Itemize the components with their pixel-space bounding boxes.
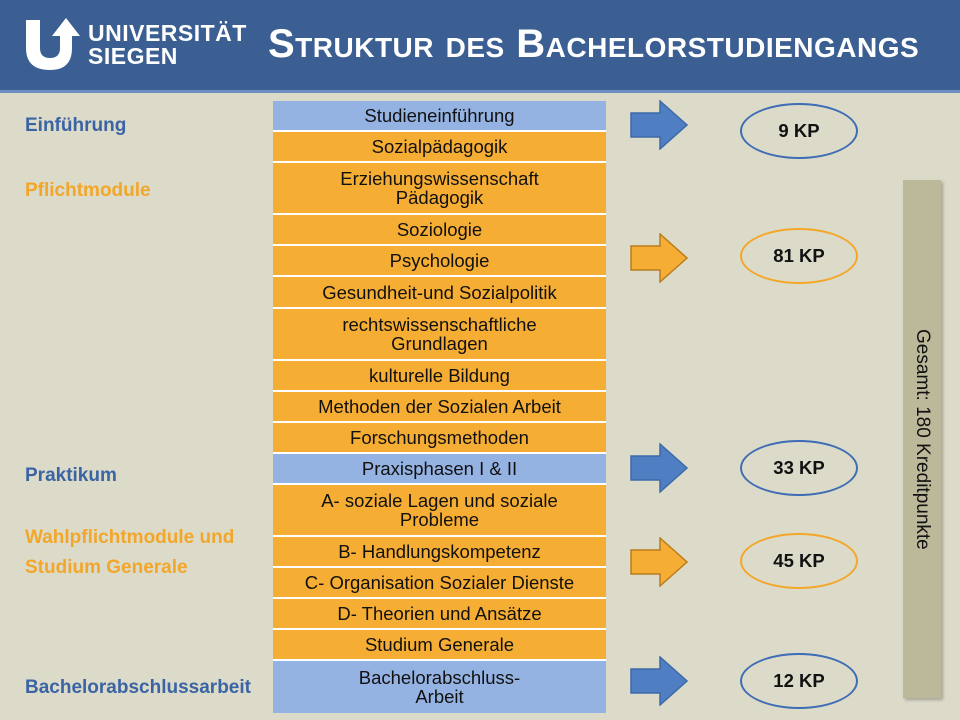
arrow-right-icon	[630, 233, 688, 283]
module-row-theorien-ansaetze: D- Theorien und Ansätze	[273, 599, 606, 630]
total-credits-bar: Gesamt: 180 Kreditpunkte	[903, 180, 941, 698]
category-einfuehrung: Einführung	[25, 115, 127, 136]
module-label-line1: Erziehungswissenschaft	[340, 168, 539, 189]
module-label: Bachelorabschluss-Arbeit	[359, 668, 520, 706]
module-label: Psychologie	[389, 250, 490, 271]
module-row-kulturelle-bildung: kulturelle Bildung	[273, 361, 606, 392]
university-logo-icon	[26, 18, 80, 70]
page-title: Struktur des Bachelorstudiengangs	[268, 22, 920, 66]
credits-label: 9 KP	[778, 120, 820, 141]
module-label-line2: Grundlagen	[391, 333, 488, 354]
module-label-line1: rechtswissenschaftliche	[342, 314, 537, 335]
module-table: Studieneinführung Sozialpädagogik Erzieh…	[273, 101, 606, 713]
credits-label: 33 KP	[773, 457, 825, 478]
header-bar: UNIVERSITÄT SIEGEN Struktur des Bachelor…	[0, 0, 960, 93]
credits-label: 12 KP	[773, 670, 825, 691]
arrow-right-icon	[630, 100, 688, 150]
module-label: Methoden der Sozialen Arbeit	[318, 396, 561, 417]
module-label: kulturelle Bildung	[369, 365, 510, 386]
category-praktikum: Praktikum	[25, 465, 117, 486]
logo-text-line1: UNIVERSITÄT	[88, 20, 247, 46]
module-label: D- Theorien und Ansätze	[337, 603, 542, 624]
arrow-right-icon	[630, 656, 688, 706]
logo-text-line2: SIEGEN	[88, 43, 178, 69]
module-label-line1: A- soziale Lagen und soziale	[321, 490, 558, 511]
module-row-methoden-sozialarbeit: Methoden der Sozialen Arbeit	[273, 392, 606, 423]
module-row-soziologie: Soziologie	[273, 215, 606, 246]
credits-pflichtmodule: 81 KP	[740, 228, 858, 284]
module-label: Praxisphasen I & II	[361, 458, 518, 479]
module-row-organisation-dienste: C- Organisation Sozialer Dienste	[273, 568, 606, 599]
arrow-right-icon	[630, 537, 688, 587]
category-wahlpflicht-line1: Wahlpflichtmodule und	[25, 527, 235, 548]
module-row-bachelorarbeit: Bachelorabschluss-Arbeit	[273, 661, 606, 713]
credits-praktikum: 33 KP	[740, 440, 858, 496]
module-row-psychologie: Psychologie	[273, 246, 606, 277]
module-row-studieneinfuehrung: Studieneinführung	[273, 101, 606, 132]
credits-label: 81 KP	[773, 245, 825, 266]
module-label-line2: Probleme	[399, 509, 480, 530]
module-label: Sozialpädagogik	[371, 136, 508, 157]
module-label: C- Organisation Sozialer Dienste	[304, 572, 575, 593]
module-row-forschungsmethoden: Forschungsmethoden	[273, 423, 606, 454]
module-row-studium-generale: Studium Generale	[273, 630, 606, 661]
university-logo: UNIVERSITÄT SIEGEN	[22, 14, 262, 74]
credits-label: 45 KP	[773, 550, 825, 571]
module-row-sozialpaedagogik: Sozialpädagogik	[273, 132, 606, 163]
category-wahlpflicht-line2: Studium Generale	[25, 557, 188, 578]
credits-wahlpflicht: 45 KP	[740, 533, 858, 589]
module-label-line2: Pädagogik	[395, 187, 484, 208]
module-label-line2: Arbeit	[415, 686, 464, 707]
category-bachelorarbeit: Bachelorabschlussarbeit	[25, 677, 251, 698]
module-row-handlungskompetenz: B- Handlungskompetenz	[273, 537, 606, 568]
credits-bachelorarbeit: 12 KP	[740, 653, 858, 709]
module-label: Studium Generale	[364, 634, 515, 655]
module-row-gesundheit-sozialpolitik: Gesundheit-und Sozialpolitik	[273, 277, 606, 309]
category-pflichtmodule: Pflichtmodule	[25, 180, 151, 201]
module-row-praxisphasen: Praxisphasen I & II	[273, 454, 606, 485]
module-label: Gesundheit-und Sozialpolitik	[322, 281, 557, 303]
module-label: Studieneinführung	[364, 105, 515, 126]
module-label: Soziologie	[396, 219, 483, 240]
credits-einfuehrung: 9 KP	[740, 103, 858, 159]
module-label: Forschungsmethoden	[350, 427, 529, 448]
arrow-right-icon	[630, 443, 688, 493]
module-label: B- Handlungskompetenz	[338, 541, 541, 562]
total-credits-label: Gesamt: 180 Kreditpunkte	[912, 328, 933, 550]
module-label-line1: Bachelorabschluss-	[358, 667, 521, 688]
